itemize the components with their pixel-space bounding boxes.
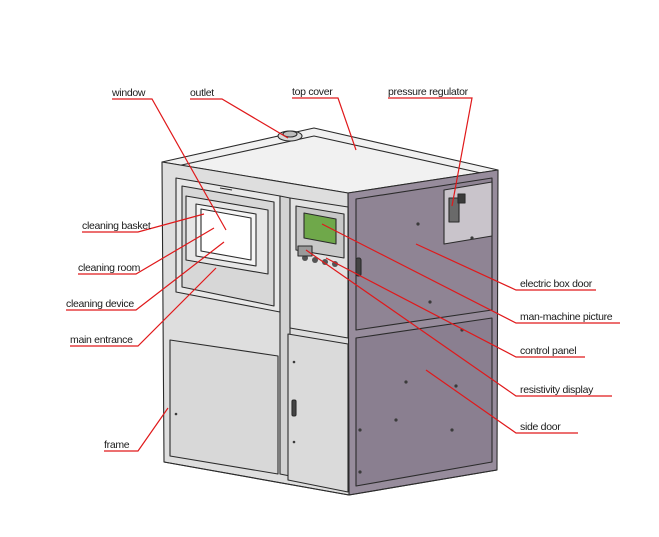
leader-window: [112, 98, 227, 231]
label-cleaning-room: cleaning room: [78, 262, 141, 274]
window-glass: [200, 208, 252, 261]
label-resistivity-display: resistivity display: [520, 384, 594, 396]
resistivity-display-unit: [297, 245, 313, 257]
label-control-panel: control panel: [520, 345, 576, 357]
top-cover-edge: [167, 135, 491, 176]
label-main-entrance: main entrance: [70, 334, 133, 346]
leader-cleaning-room: [78, 227, 215, 275]
label-outlet: outlet: [190, 87, 214, 99]
cabinet-handle: [291, 399, 297, 417]
side-door: [355, 317, 493, 487]
leader-resistivity-display: [305, 249, 612, 397]
side-rivets: [358, 222, 474, 474]
control-cabinet-lower: [287, 333, 349, 493]
leader-outlet: [190, 98, 289, 139]
label-electric-box-door: electric box door: [520, 278, 593, 290]
leader-frame: [104, 407, 169, 452]
pressure-regulator-knob: [457, 193, 466, 204]
leader-cleaning-basket: [82, 213, 205, 233]
leader-man-machine-picture: [321, 223, 620, 324]
leader-side-door: [425, 369, 578, 434]
label-side-door: side door: [520, 421, 561, 433]
leader-top-cover: [292, 97, 357, 151]
label-frame: frame: [104, 439, 130, 451]
side-handle: [355, 257, 362, 277]
label-cleaning-basket: cleaning basket: [82, 220, 151, 232]
leader-main-entrance: [70, 267, 217, 347]
hmi-screen: [303, 212, 337, 245]
label-pressure-regulator: pressure regulator: [388, 86, 469, 98]
leader-control-panel: [325, 257, 585, 358]
leader-electric-box-door: [415, 243, 596, 291]
label-top-cover: top cover: [292, 86, 333, 98]
leader-pressure-regulator: [388, 97, 473, 207]
label-window: window: [111, 87, 146, 99]
lower-left-panel: [169, 339, 279, 475]
label-man-machine-picture: man-machine picture: [520, 311, 613, 323]
door-latch: [219, 187, 233, 191]
leader-cleaning-device: [66, 241, 225, 311]
leader-lines: [66, 97, 620, 452]
cleaning-machine: [161, 127, 499, 496]
label-cleaning-device: cleaning device: [66, 298, 134, 310]
callout-labels: window outlet top cover pressure regulat…: [66, 86, 613, 451]
base-edge: [163, 461, 498, 496]
cabinet-rivets: [174, 360, 296, 444]
outlet-port-inner: [282, 130, 298, 138]
